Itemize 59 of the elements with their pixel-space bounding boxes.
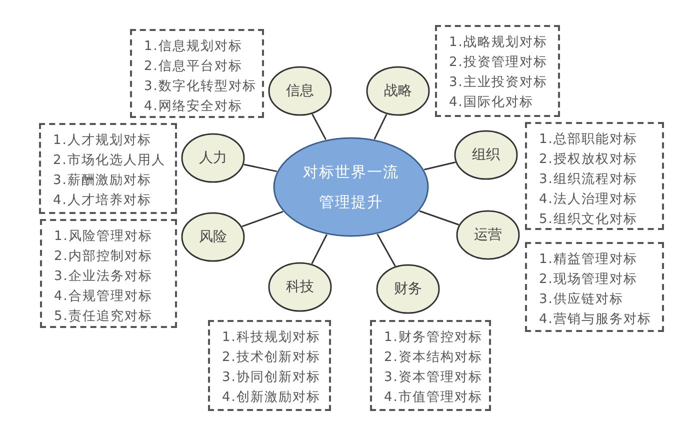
topic-ellipse: 风险 — [181, 212, 245, 262]
list-box — [130, 29, 264, 118]
list-item: 2.技术创新对标 — [222, 349, 320, 367]
list-item: 2.市场化选人用人 — [53, 152, 166, 170]
list-box — [370, 320, 491, 411]
list-item: 1.科技规划对标 — [222, 329, 320, 347]
central-ellipse: 对标世界一流管理提升 — [273, 137, 429, 237]
topic-ellipse: 战略 — [366, 66, 430, 116]
topic-ellipse: 信息 — [268, 66, 332, 116]
connector-line — [374, 114, 388, 140]
list-item: 2.信息平台对标 — [144, 58, 242, 76]
topic-ellipse: 组织 — [454, 130, 518, 180]
connector-line — [424, 162, 456, 170]
list-item: 2.授权放权对标 — [539, 151, 638, 169]
connector-line — [312, 114, 327, 140]
list-box — [208, 320, 331, 411]
list-item: 2.投资管理对标 — [449, 54, 548, 72]
list-item: 1.信息规划对标 — [144, 38, 242, 56]
topic-ellipse: 人力 — [181, 133, 245, 183]
list-item: 1.战略规划对标 — [449, 34, 548, 52]
list-item: 4.国际化对标 — [449, 94, 534, 112]
topic-ellipse: 科技 — [268, 262, 332, 312]
list-item: 4.创新激励对标 — [222, 389, 320, 407]
list-item: 3.供应链对标 — [539, 291, 624, 309]
list-item: 2.资本结构对标 — [384, 349, 482, 367]
list-item: 1.精益管理对标 — [539, 251, 638, 269]
list-item: 3.协同创新对标 — [222, 369, 320, 387]
topic-ellipse: 财务 — [376, 264, 440, 314]
list-box — [40, 219, 177, 328]
list-box — [525, 122, 664, 230]
list-item: 4.市值管理对标 — [384, 389, 482, 407]
list-item: 3.主业投资对标 — [449, 74, 548, 92]
list-box — [525, 242, 664, 332]
list-item: 2.现场管理对标 — [539, 271, 638, 289]
list-box — [435, 25, 560, 117]
list-item: 1.总部职能对标 — [539, 131, 638, 149]
list-item: 1.风险管理对标 — [54, 228, 152, 246]
list-item: 4.网络安全对标 — [144, 98, 242, 116]
connector-line — [242, 210, 284, 228]
list-item: 4.合规管理对标 — [54, 288, 152, 306]
list-item: 5.组织文化对标 — [539, 211, 638, 229]
list-item: 3.薪酬激励对标 — [53, 172, 152, 190]
list-item: 1.财务管控对标 — [384, 329, 482, 347]
list-item: 3.资本管理对标 — [384, 369, 482, 387]
list-item: 3.数字化转型对标 — [144, 78, 256, 96]
connector-line — [244, 164, 278, 172]
connector-line — [311, 234, 328, 264]
list-item: 4.营销与服务对标 — [539, 311, 652, 329]
list-item: 3.企业法务对标 — [54, 268, 152, 286]
list-box — [39, 123, 177, 214]
topic-ellipse: 运营 — [456, 210, 520, 260]
connector-line — [419, 210, 460, 226]
list-item: 5.责任追究对标 — [54, 308, 152, 326]
list-item: 3.组织流程对标 — [539, 171, 638, 189]
list-item: 2.内部控制对标 — [54, 248, 152, 266]
list-item: 4.人才培养对标 — [53, 192, 152, 210]
list-item: 4.法人治理对标 — [539, 191, 638, 209]
connector-line — [376, 234, 396, 266]
list-item: 1.人才规划对标 — [53, 132, 152, 150]
